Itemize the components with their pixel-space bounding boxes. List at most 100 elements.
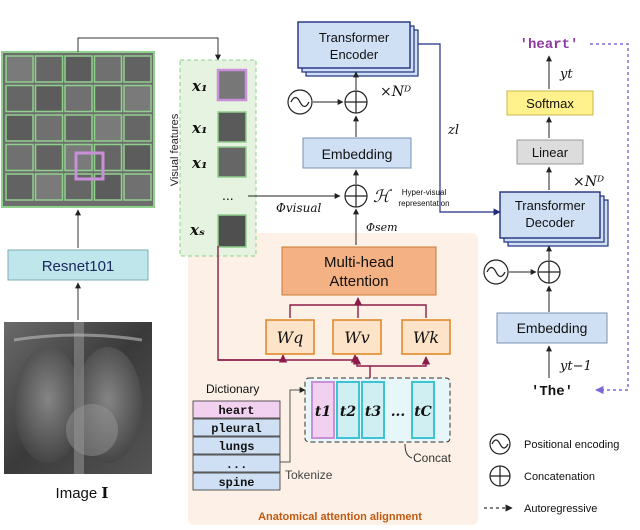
svg-text:xₛ: xₛ: [189, 221, 205, 239]
grid-patch: [93, 143, 123, 172]
dec-embedding-box: [496, 312, 608, 344]
decoder-line1: Transformer: [515, 198, 586, 213]
visual-features-label: Visual features: [169, 113, 181, 186]
phi-visual-label: Φvisual: [276, 201, 321, 215]
dictionary-item: [192, 418, 281, 437]
hyper-label-2: representation: [398, 199, 449, 208]
legend: Positional encoding Concatenation Autore…: [484, 433, 619, 515]
decoder-line2: Decoder: [525, 215, 575, 230]
hyper-label-1: Hyper-visual: [402, 188, 447, 197]
section-title: Anatomical attention alignment: [258, 511, 422, 523]
legend-positional: Positional encoding: [524, 439, 619, 451]
linear-label: Linear: [532, 145, 569, 160]
token-cell: [411, 381, 435, 439]
feature-grid: [1, 51, 155, 208]
dictionary-item: [192, 472, 281, 491]
decoder-box: [499, 191, 601, 239]
token-label: t3: [365, 404, 381, 420]
token-label: t1: [315, 404, 331, 420]
grid-patch: [123, 173, 152, 201]
grid-patch: [93, 55, 123, 83]
grid-patch: [123, 114, 152, 142]
grid-patch: [34, 84, 64, 113]
tokens-to-wk-line: [370, 356, 431, 367]
grid-patch: [34, 143, 64, 172]
enc-embedding-label: Embedding: [322, 146, 393, 162]
svg-text:x₁: x₁: [191, 119, 208, 137]
concat-curve: [404, 443, 413, 459]
y-t-label: yt: [559, 67, 573, 82]
dictionary-title: Dictionary: [206, 382, 259, 396]
token-label: tC: [414, 404, 432, 420]
token-label: t2: [340, 404, 356, 420]
svg-text:x₁: x₁: [191, 154, 208, 172]
grid-patch: [64, 143, 93, 172]
svg-text:Wv: Wv: [344, 328, 369, 347]
grid-patch: [64, 84, 93, 113]
softmax-label: Softmax: [526, 96, 574, 111]
resnet-box: [7, 249, 149, 281]
grid-patch: [64, 55, 93, 83]
mha-box: [281, 246, 437, 296]
resnet-label: Resnet101: [42, 258, 115, 275]
grid-patch: [5, 55, 34, 83]
dictionary-word: lungs: [218, 440, 254, 454]
dictionary-item: [192, 454, 281, 473]
dictionary-word: pleural: [211, 422, 261, 436]
selected-patch: [74, 151, 105, 181]
dictionary-item: [192, 436, 281, 455]
mha-line1: Multi-head: [324, 254, 394, 271]
token-cell: [311, 381, 335, 439]
grid-patch: [34, 114, 64, 142]
wv-box: Wv: [332, 319, 382, 355]
grid-patch: [123, 84, 152, 113]
legend-autoregressive: Autoregressive: [524, 503, 597, 515]
grid-patch: [34, 55, 64, 83]
grid-patch: [123, 143, 152, 172]
tokenize-label: Tokenize: [285, 468, 333, 482]
encoder-repeat: ×Nᴰ: [380, 84, 411, 100]
dictionary-word: ...: [226, 458, 248, 472]
feature-ellipsis: ...: [222, 187, 234, 203]
grid-patch: [5, 143, 34, 172]
image-label: Image I: [56, 484, 109, 502]
phi-sem-label: Φsem: [366, 221, 398, 234]
hyper-symbol: ℋ: [373, 187, 393, 207]
feature-vector-2: x₁: [191, 111, 247, 143]
autoregressive-loop: [590, 43, 629, 395]
grid-patch: [5, 114, 34, 142]
svg-text:Wk: Wk: [413, 328, 439, 347]
encoder-to-decoder-line: [418, 43, 501, 216]
enc-embedding-box: [302, 137, 412, 169]
grid-patch: [5, 84, 34, 113]
wk-box: Wk: [401, 319, 451, 355]
input-word: 'The': [531, 384, 573, 400]
grid-patch: [34, 173, 64, 201]
decoder-repeat: ×Nᴰ: [573, 174, 604, 190]
feature-vector-3: x₁: [191, 146, 247, 178]
mha-line2: Attention: [329, 273, 388, 290]
tokens-to-wv-line: [352, 356, 371, 378]
encoder-box: [297, 21, 411, 69]
encoder-line2: Encoder: [330, 47, 379, 62]
dictionary-item: [192, 400, 281, 419]
grid-patch: [64, 114, 93, 142]
grid-patch: [93, 84, 123, 113]
dec-embedding-label: Embedding: [517, 320, 588, 336]
feature-vector-s: xₛ: [189, 214, 247, 248]
y-t-minus-1-label: yt−1: [559, 359, 592, 374]
svg-text:x₁: x₁: [191, 77, 208, 95]
grid-patch: [93, 173, 123, 201]
dictionary-word: heart: [218, 404, 254, 418]
patch-link-line: [77, 37, 221, 61]
svg-text:Wq: Wq: [277, 328, 304, 347]
token-cell: [361, 381, 385, 439]
token-cell: [336, 381, 360, 439]
chest-xray-image: [4, 322, 152, 474]
linear-box: [516, 139, 584, 165]
concat-label: Concat: [413, 451, 452, 465]
token-label: ...: [391, 404, 406, 420]
output-word: 'heart': [520, 37, 579, 53]
grid-patch: [123, 55, 152, 83]
